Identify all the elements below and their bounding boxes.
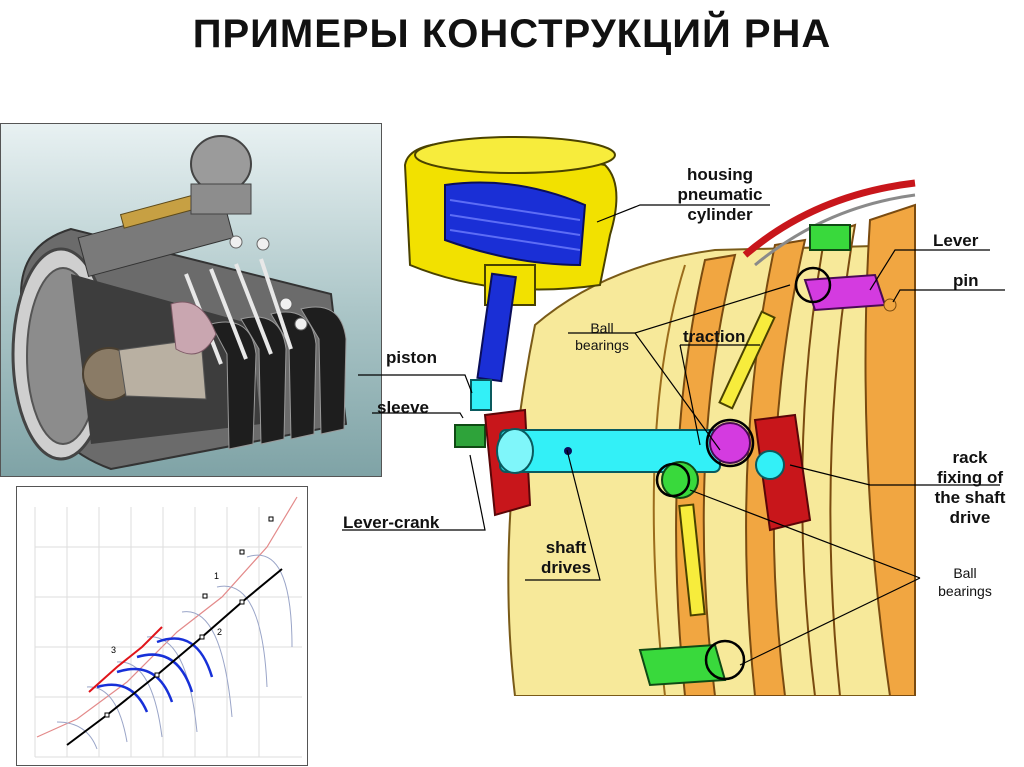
mechanism-svg — [403, 136, 916, 697]
label-lever: Lever — [933, 231, 979, 250]
label-rack-fixing: rack fixing of the shaft drive — [920, 448, 1020, 528]
compressor-map-image: 1 2 3 — [16, 486, 308, 766]
label-traction: traction — [683, 327, 746, 346]
label-drives: drives — [540, 558, 592, 577]
chart-curve-label-2: 2 — [217, 627, 222, 637]
label-drive: drive — [949, 508, 991, 527]
label-bearings-right: bearings — [938, 583, 992, 599]
label-pin: pin — [953, 271, 979, 290]
label-pneumatic: pneumatic — [677, 185, 763, 204]
label-the-shaft: the shaft — [934, 488, 1006, 507]
label-ball-top: Ball — [590, 320, 614, 336]
label-sleeve: sleeve — [377, 398, 429, 417]
engine-cutaway-image — [0, 123, 382, 477]
engine-cutaway-drawing — [11, 135, 348, 471]
label-housing-pneumatic-cylinder: housing pneumatic cylinder — [668, 165, 772, 225]
vane-drive-mechanism-drawing — [385, 125, 921, 697]
slide-title: ПРИМЕРЫ КОНСТРУКЦИЙ РНА — [192, 12, 832, 56]
label-shaft-drives: shaft drives — [528, 538, 604, 578]
label-ball-bearings-right: Ball bearings — [925, 564, 1005, 600]
label-shaft: shaft — [545, 538, 587, 557]
chart-curve-label-3: 3 — [111, 645, 116, 655]
compressor-map-drawing: 1 2 3 — [34, 496, 302, 758]
label-housing: housing — [686, 165, 754, 184]
label-fixing-of: fixing of — [936, 468, 1004, 487]
label-bearings-top: bearings — [575, 337, 629, 353]
label-rack: rack — [952, 448, 988, 467]
label-cylinder: cylinder — [687, 205, 753, 224]
label-piston: piston — [386, 348, 437, 367]
label-ball-right: Ball — [953, 565, 977, 581]
label-lever-crank: Lever-crank — [343, 513, 440, 532]
label-ball-bearings-top: Ball bearings — [562, 320, 642, 354]
chart-curve-label-1: 1 — [214, 571, 219, 581]
